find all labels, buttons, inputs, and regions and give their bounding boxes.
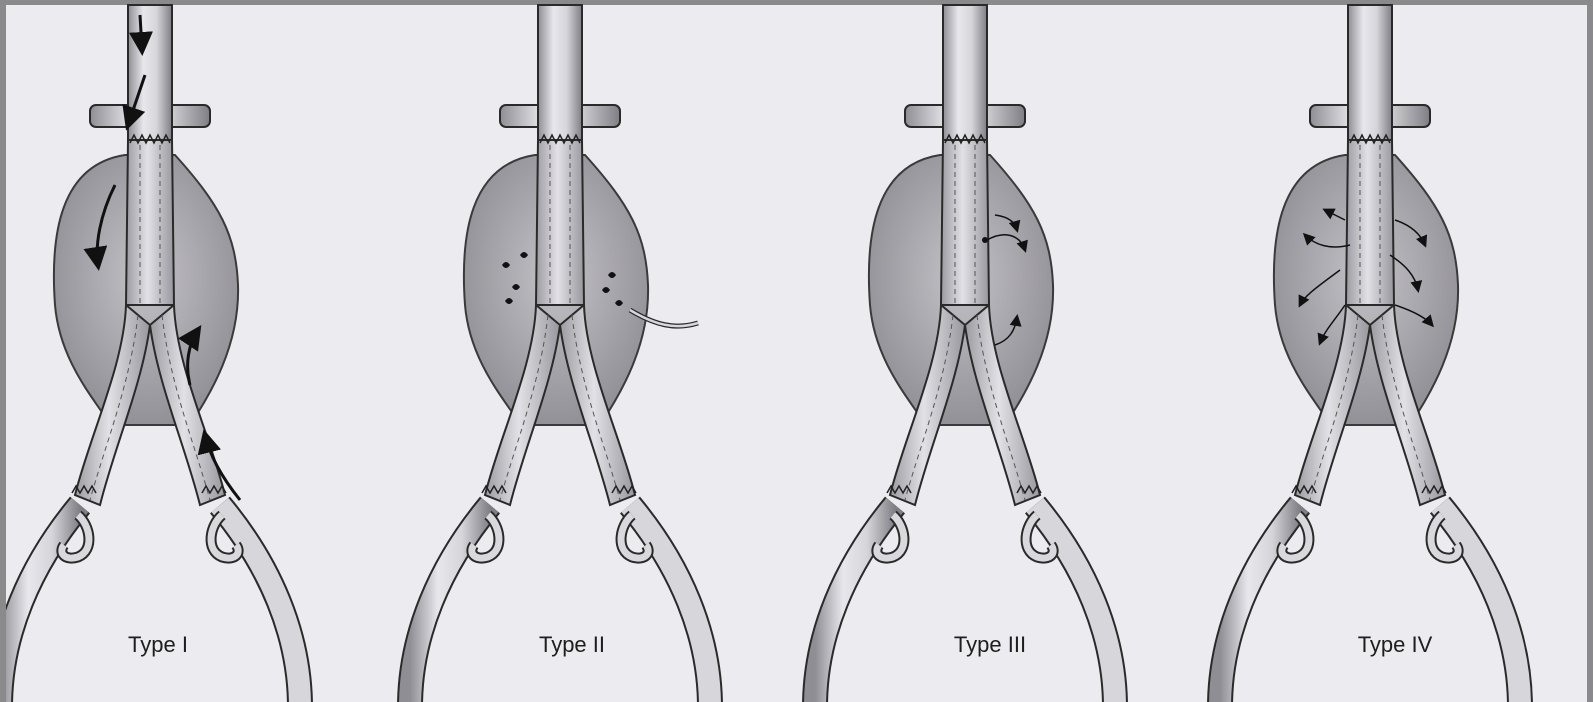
label-type-3: Type III [910, 632, 1070, 658]
panel-type-3 [815, 5, 1115, 702]
flow-arrow [140, 15, 142, 50]
label-type-4: Type IV [1315, 632, 1475, 658]
panel-type-1 [0, 5, 300, 702]
label-type-1: Type I [78, 632, 238, 658]
label-type-2: Type II [492, 632, 652, 658]
panel-type-2 [410, 5, 710, 702]
panel-type-4 [1220, 5, 1520, 702]
